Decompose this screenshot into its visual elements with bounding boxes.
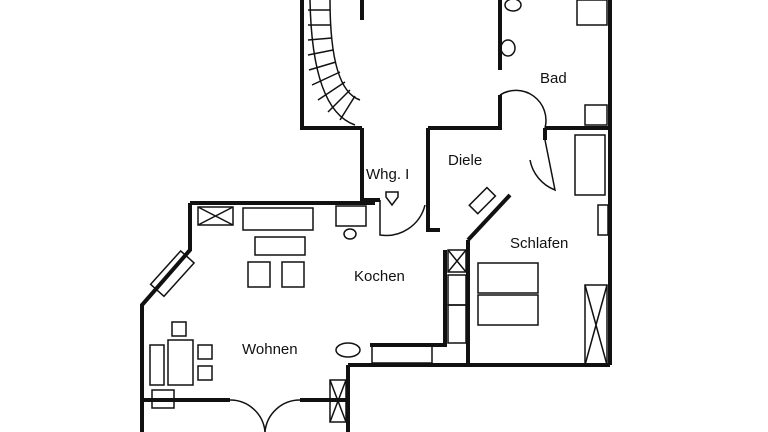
room-label-kochen: Kochen: [354, 268, 405, 285]
doors: [229, 89, 557, 432]
stairs: [307, 0, 361, 126]
room-label-whg: Whg. I: [366, 166, 410, 183]
furniture: [149, 0, 609, 423]
room-label-wohnen: Wohnen: [242, 341, 298, 358]
walls: [140, 0, 612, 432]
room-label-schlafen: Schlafen: [510, 235, 569, 252]
room-label-diele: Diele: [448, 152, 483, 169]
room-label-bad: Bad: [540, 70, 567, 87]
